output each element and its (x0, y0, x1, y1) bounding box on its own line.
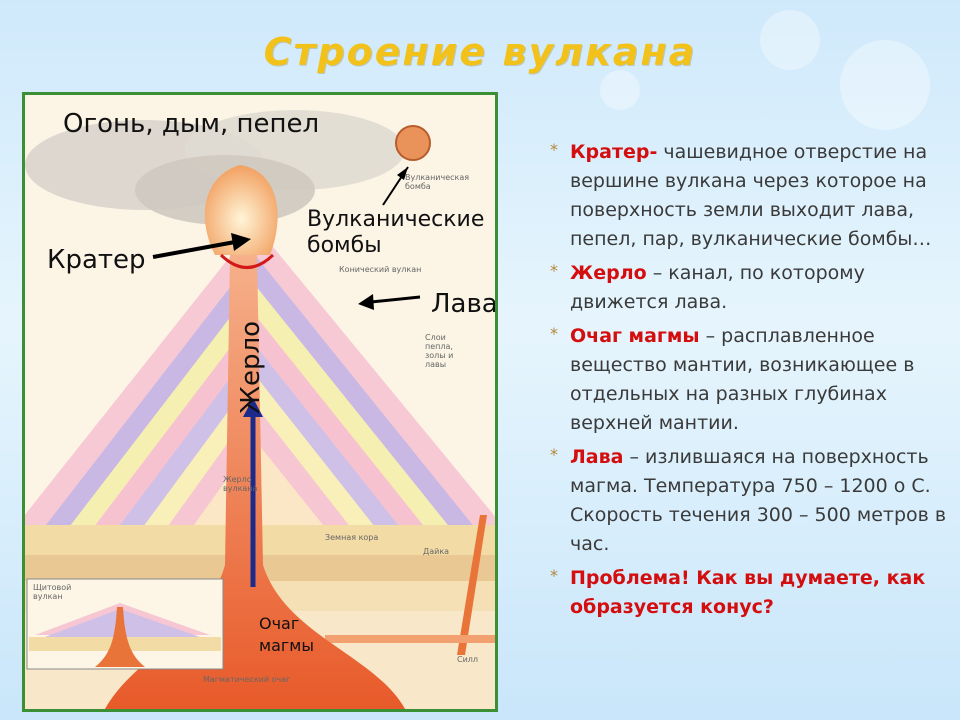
bullet-icon: * (550, 261, 558, 280)
shield-magma (95, 607, 145, 667)
arrowhead (231, 233, 251, 251)
definition-crater: * Кратер- чашевидное отверстие на вершин… (548, 138, 948, 254)
volcanic-bomb-icon (395, 125, 431, 161)
definition-lava: * Лава – излившаяся на поверхность магма… (548, 443, 948, 559)
crater-arrow (152, 240, 236, 259)
term-vent: Жерло (570, 262, 647, 284)
definition-text: чашевидное отверстие на вершине вулкана … (570, 141, 932, 250)
sill (325, 635, 495, 643)
background-bokeh (600, 70, 640, 110)
label-magma-chamber: Очаг магмы (259, 614, 314, 655)
arrowhead (397, 167, 408, 180)
caption-dike: Дайка (423, 547, 450, 556)
definition-text: – канал, по которому движется лава. (570, 262, 865, 313)
definition-magma-chamber: * Очаг магмы – расплавленное вещество ма… (548, 322, 948, 438)
bullet-icon: * (550, 324, 558, 343)
label-lava: Лава (431, 289, 498, 319)
arrowhead (243, 398, 263, 417)
caption-shield-volcano: Щитовой вулкан (33, 583, 72, 601)
caption-magma-chamber: Магматический очаг (203, 675, 291, 684)
caption-volcanic-bomb: Вулканическая бомба (405, 173, 470, 191)
arrowhead (358, 294, 374, 310)
label-volcanic-bombs: Вулканические бомбы (307, 207, 485, 258)
definition-text: – расплавленное вещество мантии, возника… (570, 325, 915, 434)
crater-icon (219, 253, 275, 269)
caption-cone-volcano: Конический вулкан (339, 265, 422, 274)
caption-layers: Слои пепла, золы и лавы (425, 333, 454, 369)
caption-crust: Земная кора (325, 533, 379, 542)
term-lava: Лава (570, 446, 624, 468)
definition-vent: * Жерло – канал, по которому движется ла… (548, 259, 948, 317)
background-bokeh (840, 40, 930, 130)
caption-sill: Силл (457, 655, 479, 664)
lava-arrow (370, 295, 421, 304)
label-fire-smoke-ash: Огонь, дым, пепел (63, 109, 320, 139)
caption-vent: Жерло вулкана (223, 475, 258, 493)
definitions-list: * Кратер- чашевидное отверстие на вершин… (548, 138, 948, 627)
volcano-diagram: Огонь, дым, пепел Вулканические бомбы Кр… (22, 92, 498, 712)
volcano-illustration (25, 95, 495, 709)
dike (457, 515, 487, 655)
bullet-icon: * (550, 566, 558, 585)
term-crater: Кратер- (570, 141, 658, 163)
background-bokeh (760, 10, 820, 70)
eruption-plume (204, 165, 278, 255)
problem-text: Проблема! Как вы думаете, как образуется… (570, 567, 926, 618)
bullet-icon: * (550, 445, 558, 464)
label-vent: Жерло (236, 320, 266, 414)
slide-title: Строение вулкана (263, 30, 697, 74)
problem-question: * Проблема! Как вы думаете, как образует… (548, 564, 948, 622)
term-magma-chamber: Очаг магмы (570, 325, 700, 347)
definition-text: – излившаяся на поверхность магма. Темпе… (570, 446, 947, 555)
label-crater: Кратер (47, 245, 146, 275)
bullet-icon: * (550, 140, 558, 159)
